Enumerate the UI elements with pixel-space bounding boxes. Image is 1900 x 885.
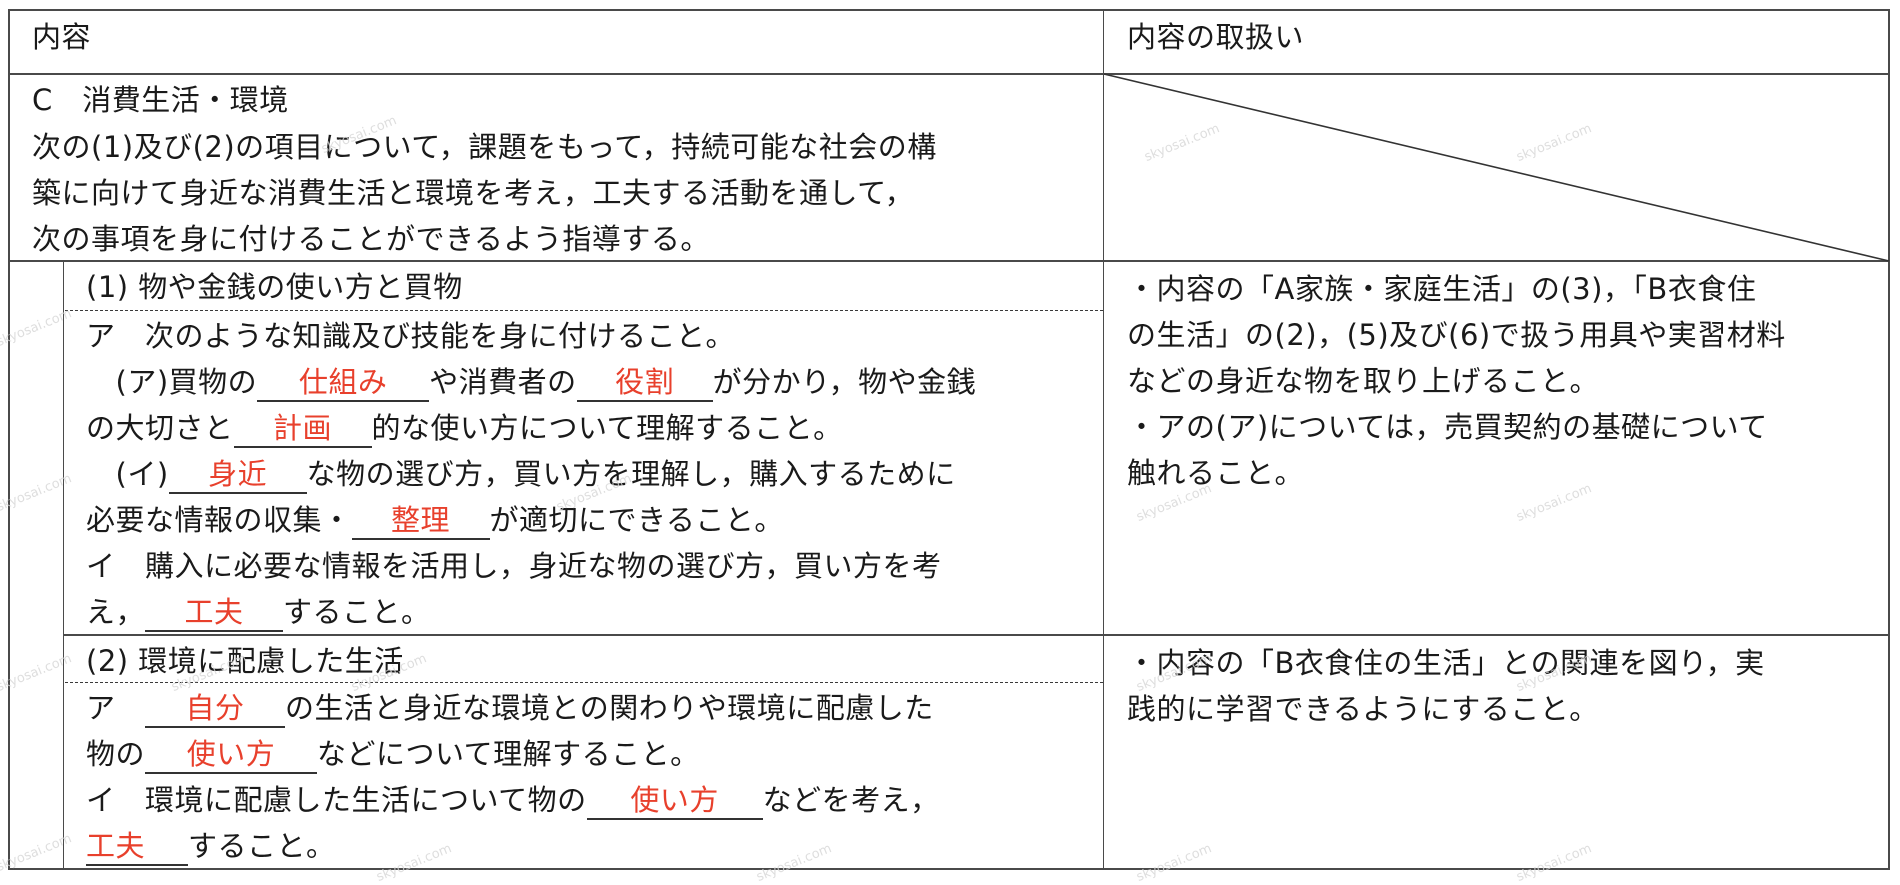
answer-text: 整理 [391,503,451,537]
item2-handling-line: 践的に学習できるようにすること。 [1127,692,1599,726]
section-c-divider [9,260,1889,262]
item2-line: 物の 使い方 などについて理解すること。 [86,731,700,777]
static-text: の生活と身近な環境との関わりや環境に配慮した [285,691,934,725]
watermark: skyosai.com [1514,841,1594,885]
static-text: などを考え， [762,783,940,817]
answer-text: 使い方 [630,783,719,817]
watermark: skyosai.com [1514,481,1594,525]
table-top-border [9,9,1889,11]
answer-blank: 仕組み [257,364,430,402]
item1-line: え， 工夫 すること。 [86,589,431,635]
item1-line: イ 購入に必要な情報を活用し，身近な物の選び方，買い方を考 [86,549,942,583]
static-text: や消費者の [429,365,577,399]
static-text: イ 環境に配慮した生活について物の [86,783,587,817]
static-text: などについて理解すること。 [317,737,700,771]
static-text: (ア)買物の [86,365,258,399]
item2-handling-line: ・内容の「B衣食住の生活」との関連を図り，実 [1127,646,1765,680]
item1-line: の大切さと 計画 的な使い方について理解すること。 [86,405,843,451]
table-left-border [8,9,10,870]
answer-text: 計画 [273,411,333,445]
table-right-border [1888,9,1890,870]
static-text: え， [86,595,146,629]
watermark: skyosai.com [374,841,454,885]
item1-heading-dashed-separator [65,310,1103,311]
answer-blank: 工夫 [145,594,284,632]
answer-blank: 使い方 [145,736,318,774]
static-text: ア [86,691,146,725]
item1-line: (ア)買物の 仕組み や消費者の 役割 が分かり，物や金銭 [86,359,976,405]
section-c-intro-line: 築に向けて身近な消費生活と環境を考え，工夫する活動を通して， [32,176,915,210]
answer-blank: 身近 [168,456,307,494]
item1-handling-line: などの身近な物を取り上げること。 [1127,364,1600,398]
header-content: 内容 [32,20,92,54]
answer-blank: 整理 [351,502,490,540]
static-text: 物の [86,737,146,771]
answer-text: 工夫 [86,829,146,863]
item1-line: ア 次のような知識及び技能を身に付けること。 [86,319,736,353]
static-text: すること。 [188,829,336,863]
static-text: (イ) [86,457,169,491]
answer-text: 自分 [185,691,245,725]
watermark: skyosai.com [1514,121,1594,165]
item2-line: イ 環境に配慮した生活について物の 使い方 などを考え， [86,777,940,823]
item1-line: 必要な情報の収集・ 整理 が適切にできること。 [86,497,784,543]
static-text: の大切さと [86,411,234,445]
item1-handling-line: 触れること。 [1127,456,1305,490]
static-text: すること。 [283,595,431,629]
indent-column-divider [63,261,64,869]
item1-handling-line: ・内容の「A家族・家庭生活」の(3)，「B衣食住 [1127,272,1757,306]
item2-line: ア 自分 の生活と身近な環境との関わりや環境に配慮した [86,685,934,731]
answer-blank: 計画 [233,410,372,448]
watermark: skyosai.com [1134,841,1214,885]
item1-item2-divider [64,634,1889,636]
static-text: 的な使い方について理解すること。 [371,411,843,445]
answer-text: 工夫 [184,595,244,629]
section-c-intro-line: 次の(1)及び(2)の項目について，課題をもって，持続可能な社会の構 [32,130,937,164]
item1-handling-line: ・アの(ア)については，売買契約の基礎について [1127,410,1768,444]
answer-blank: 使い方 [586,782,763,820]
watermark: skyosai.com [1142,121,1222,165]
item2-heading-dashed-separator [65,682,1103,683]
item1-heading: (1) 物や金銭の使い方と買物 [86,270,463,304]
section-c-title: C 消費生活・環境 [32,83,289,117]
static-text: 必要な情報の収集・ [86,503,352,537]
answer-blank: 役割 [576,364,713,402]
item2-line: 工夫 すること。 [86,823,336,869]
answer-text: 身近 [208,457,268,491]
answer-blank: 自分 [145,690,286,728]
static-text: が分かり，物や金銭 [712,365,977,399]
item2-heading: (2) 環境に配慮した生活 [86,644,404,678]
watermark: skyosai.com [754,841,834,885]
static-text: な物の選び方，買い方を理解し，購入するために [306,457,956,491]
static-text: が適切にできること。 [489,503,784,537]
answer-text: 役割 [615,365,675,399]
item1-handling-line: の生活」の(2)，(5)及び(6)で扱う用具や実習材料 [1127,318,1786,352]
table-bottom-border [9,868,1889,870]
item1-line: (イ) 身近 な物の選び方，買い方を理解し，購入するために [86,451,956,497]
section-c-intro-line: 次の事項を身に付けることができるよう指導する。 [32,222,710,256]
header-handling: 内容の取扱い [1127,20,1305,54]
answer-text: 仕組み [298,365,388,399]
header-row-divider [9,73,1889,75]
column-divider [1103,9,1104,870]
answer-blank: 工夫 [86,828,188,866]
answer-text: 使い方 [186,737,276,771]
